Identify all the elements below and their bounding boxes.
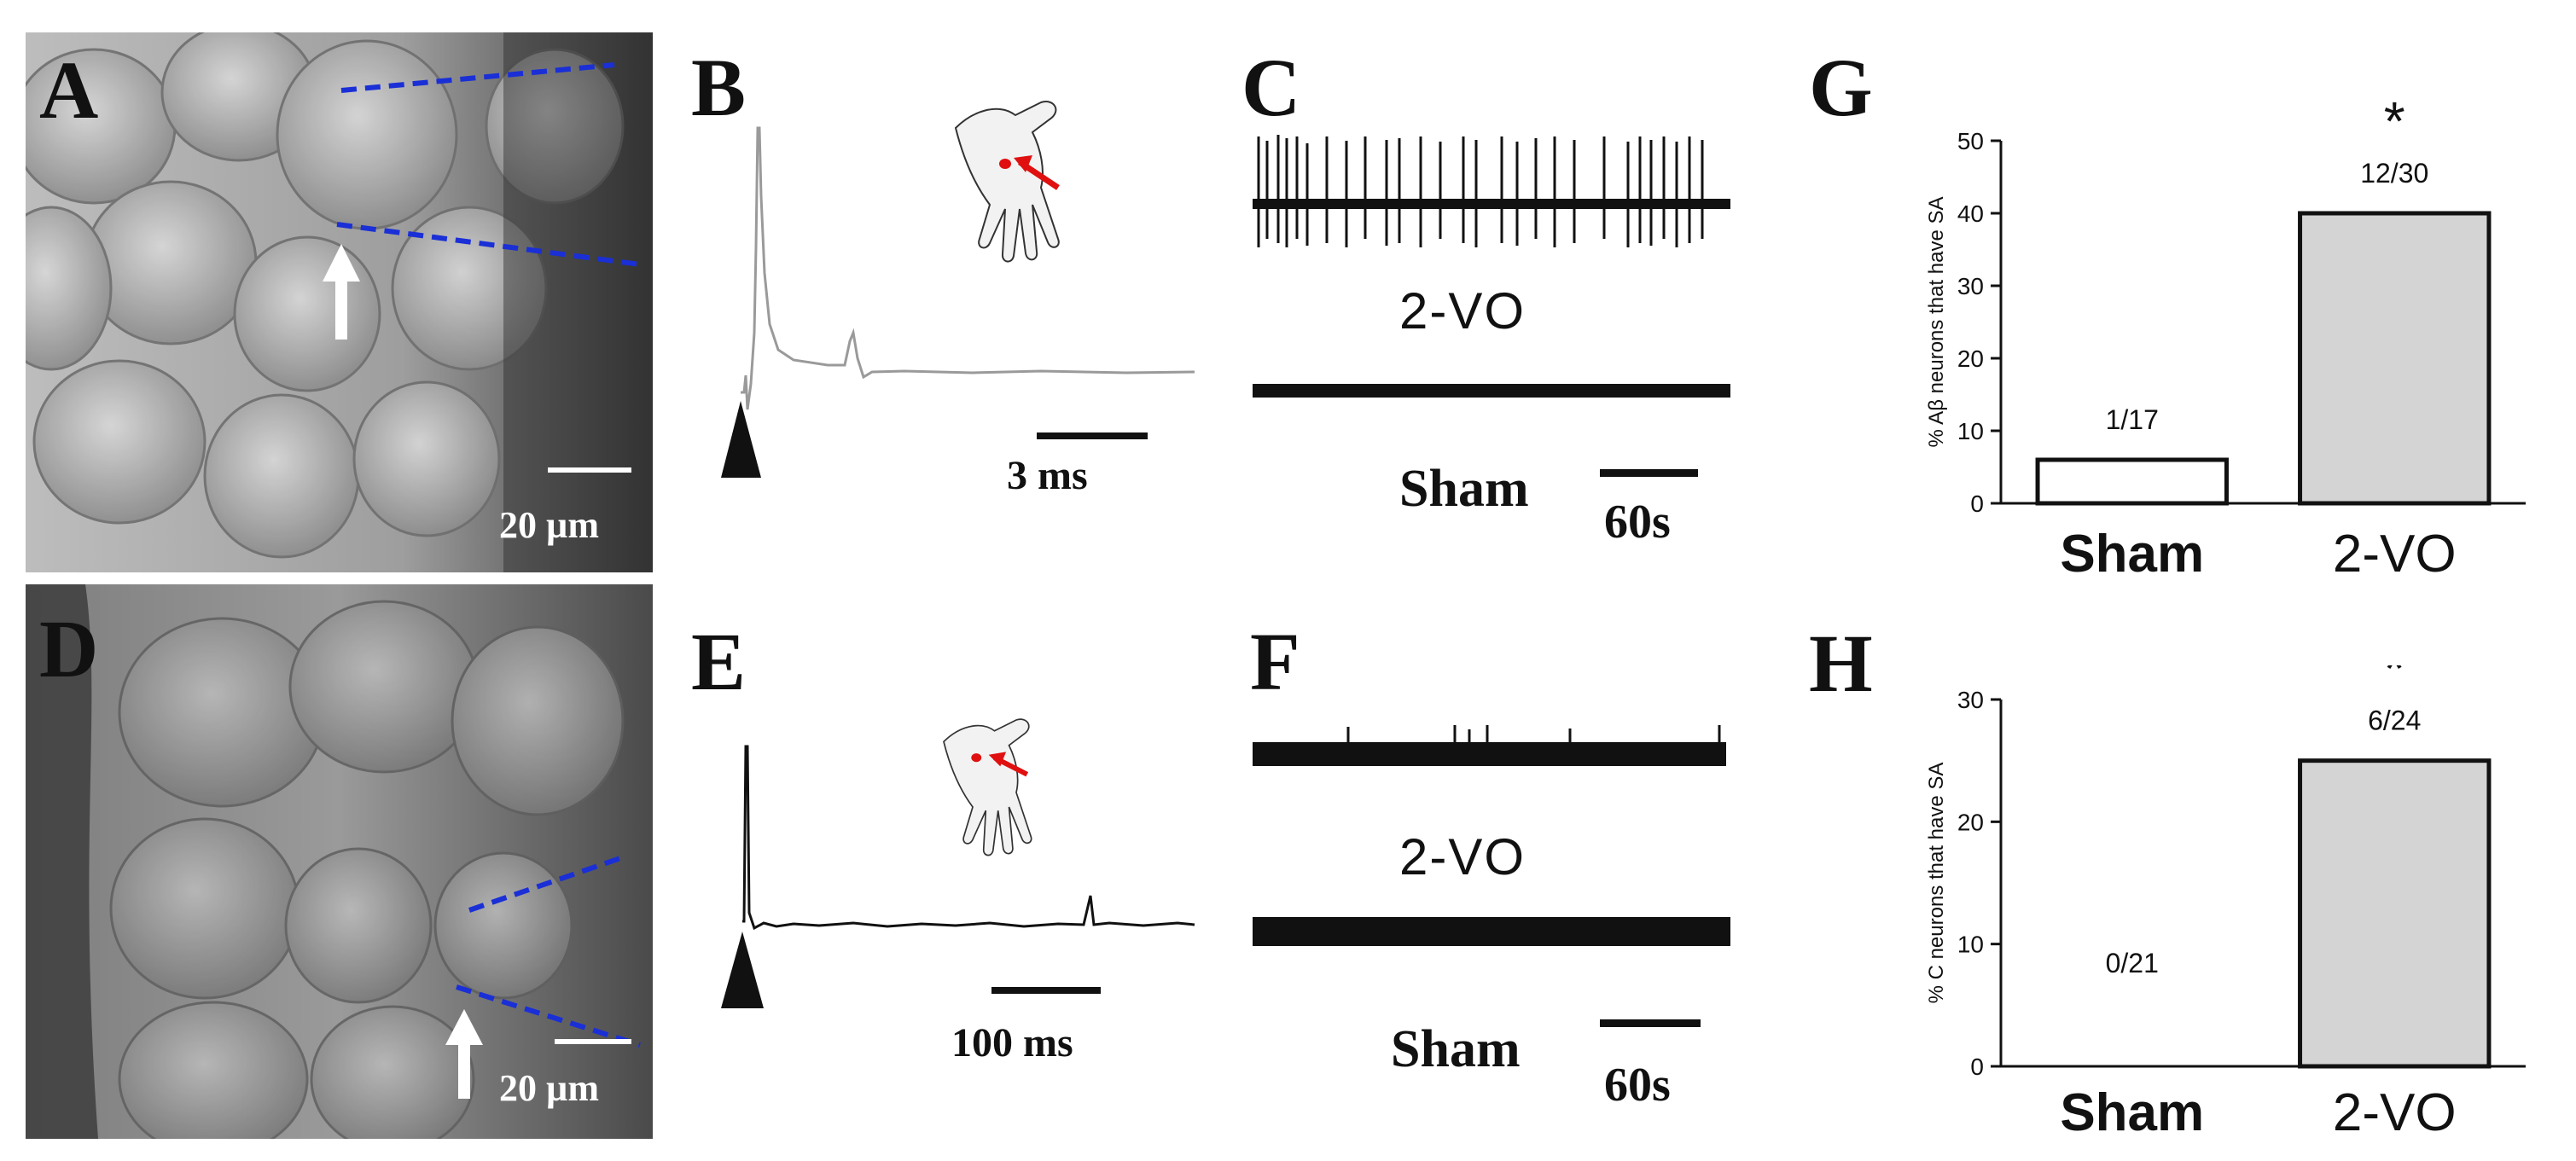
- y-tick-label-g: 40: [1957, 200, 1984, 227]
- y-tick-label-g: 20: [1957, 345, 1984, 372]
- panel-label-h: H: [1809, 618, 1873, 709]
- scale-label-d: 20 µm: [499, 1067, 600, 1109]
- scale-label-c: 60s: [1604, 496, 1671, 549]
- scale-label-b: 3 ms: [1007, 453, 1088, 498]
- scale-bar-d: [555, 1039, 631, 1044]
- spike-trains-c: [1253, 135, 1730, 477]
- y-tick-label-g: 10: [1957, 418, 1984, 444]
- scale-label-e: 100 ms: [951, 1020, 1073, 1065]
- pipette-line-top-d: [468, 855, 624, 913]
- y-axis-label-g: % Aβ neurons that have SA: [1925, 197, 1948, 448]
- y-tick-label-h: 20: [1957, 809, 1984, 835]
- pipette-line-top-a: [340, 62, 615, 93]
- micrograph-a-image: [26, 32, 653, 572]
- trace-e: [721, 718, 1195, 1008]
- trace-2vo-c: [1253, 199, 1730, 209]
- micrograph-d: 20 µm D: [26, 584, 653, 1139]
- pipette-line-bottom-a: [336, 222, 641, 267]
- micrograph-a: 20 µm A: [26, 32, 653, 572]
- group-label-sham-c: Sham: [1399, 460, 1529, 518]
- group-label-2vo-f: 2-VO: [1399, 828, 1526, 885]
- y-tick-label-h: 30: [1957, 687, 1984, 713]
- panel-label-g: G: [1809, 42, 1873, 133]
- bar-label-g-0: 1/17: [2106, 404, 2159, 435]
- stimulus-arrowhead-icon-b: [721, 401, 761, 478]
- significance-star-h-1: *: [2384, 665, 2405, 700]
- pipette-line-bottom-d: [456, 984, 641, 1048]
- scale-bar-f: [1600, 1019, 1701, 1027]
- category-label-g-0: Sham: [2060, 525, 2204, 583]
- bar-h-1: [2298, 758, 2492, 1069]
- panel-label-b: B: [691, 42, 747, 133]
- trace-2vo-f: [1253, 742, 1726, 766]
- bar-label-g-1: 12/30: [2360, 158, 2428, 189]
- y-tick-label-g: 30: [1957, 273, 1984, 299]
- bar-label-h-1: 6/24: [2368, 705, 2421, 736]
- spikes-2vo-c: [1257, 135, 1704, 247]
- scale-bar-c: [1600, 469, 1698, 477]
- arrow-up-icon-d: [445, 1009, 483, 1099]
- panel-label-c: C: [1241, 42, 1301, 133]
- hand-icon-e: [943, 718, 1032, 856]
- hand-icon-b: [954, 101, 1060, 263]
- y-axis-label-h: % C neurons that have SA: [1925, 763, 1948, 1004]
- scale-bar-e: [991, 987, 1101, 994]
- panel-label-e: E: [691, 616, 747, 707]
- trace-b: [721, 101, 1195, 478]
- y-tick-label-h: 10: [1957, 932, 1984, 958]
- significance-star-g-1: *: [2384, 90, 2405, 152]
- trace-sham-f: [1253, 917, 1730, 946]
- scale-bar-a: [548, 467, 631, 473]
- trace-sham-c: [1253, 384, 1730, 398]
- category-label-h-1: 2-VO: [2333, 1083, 2457, 1142]
- y-tick-label-g: 50: [1957, 128, 1984, 154]
- bar-label-h-0: 0/21: [2106, 948, 2159, 978]
- stimulus-arrowhead-icon-e: [721, 932, 764, 1008]
- scale-label-a: 20 µm: [499, 504, 600, 546]
- scale-label-f: 60s: [1604, 1059, 1671, 1112]
- group-label-sham-f: Sham: [1391, 1020, 1521, 1078]
- y-tick-label-g: 0: [1970, 491, 1984, 517]
- bar-g-1: [2298, 211, 2492, 506]
- spike-trains-f: [1253, 725, 1730, 1027]
- bar-g-0: [2035, 457, 2229, 506]
- spikes-2vo-f: [1346, 725, 1721, 751]
- micrograph-d-image: [26, 584, 653, 1139]
- category-label-g-1: 2-VO: [2333, 525, 2457, 583]
- bar-chart-g: 0 10 20 30 40 50 % Aβ neurons that have SA 1/17…: [1925, 90, 2526, 583]
- y-tick-label-h: 0: [1970, 1054, 1984, 1080]
- scale-bar-b: [1037, 432, 1148, 439]
- panel-label-f: F: [1250, 616, 1300, 707]
- panel-label-d: D: [39, 603, 99, 694]
- panel-label-a: A: [39, 44, 99, 136]
- category-label-h-0: Sham: [2060, 1083, 2204, 1142]
- arrow-up-icon-a: [323, 244, 360, 340]
- group-label-2vo-c: 2-VO: [1399, 282, 1526, 340]
